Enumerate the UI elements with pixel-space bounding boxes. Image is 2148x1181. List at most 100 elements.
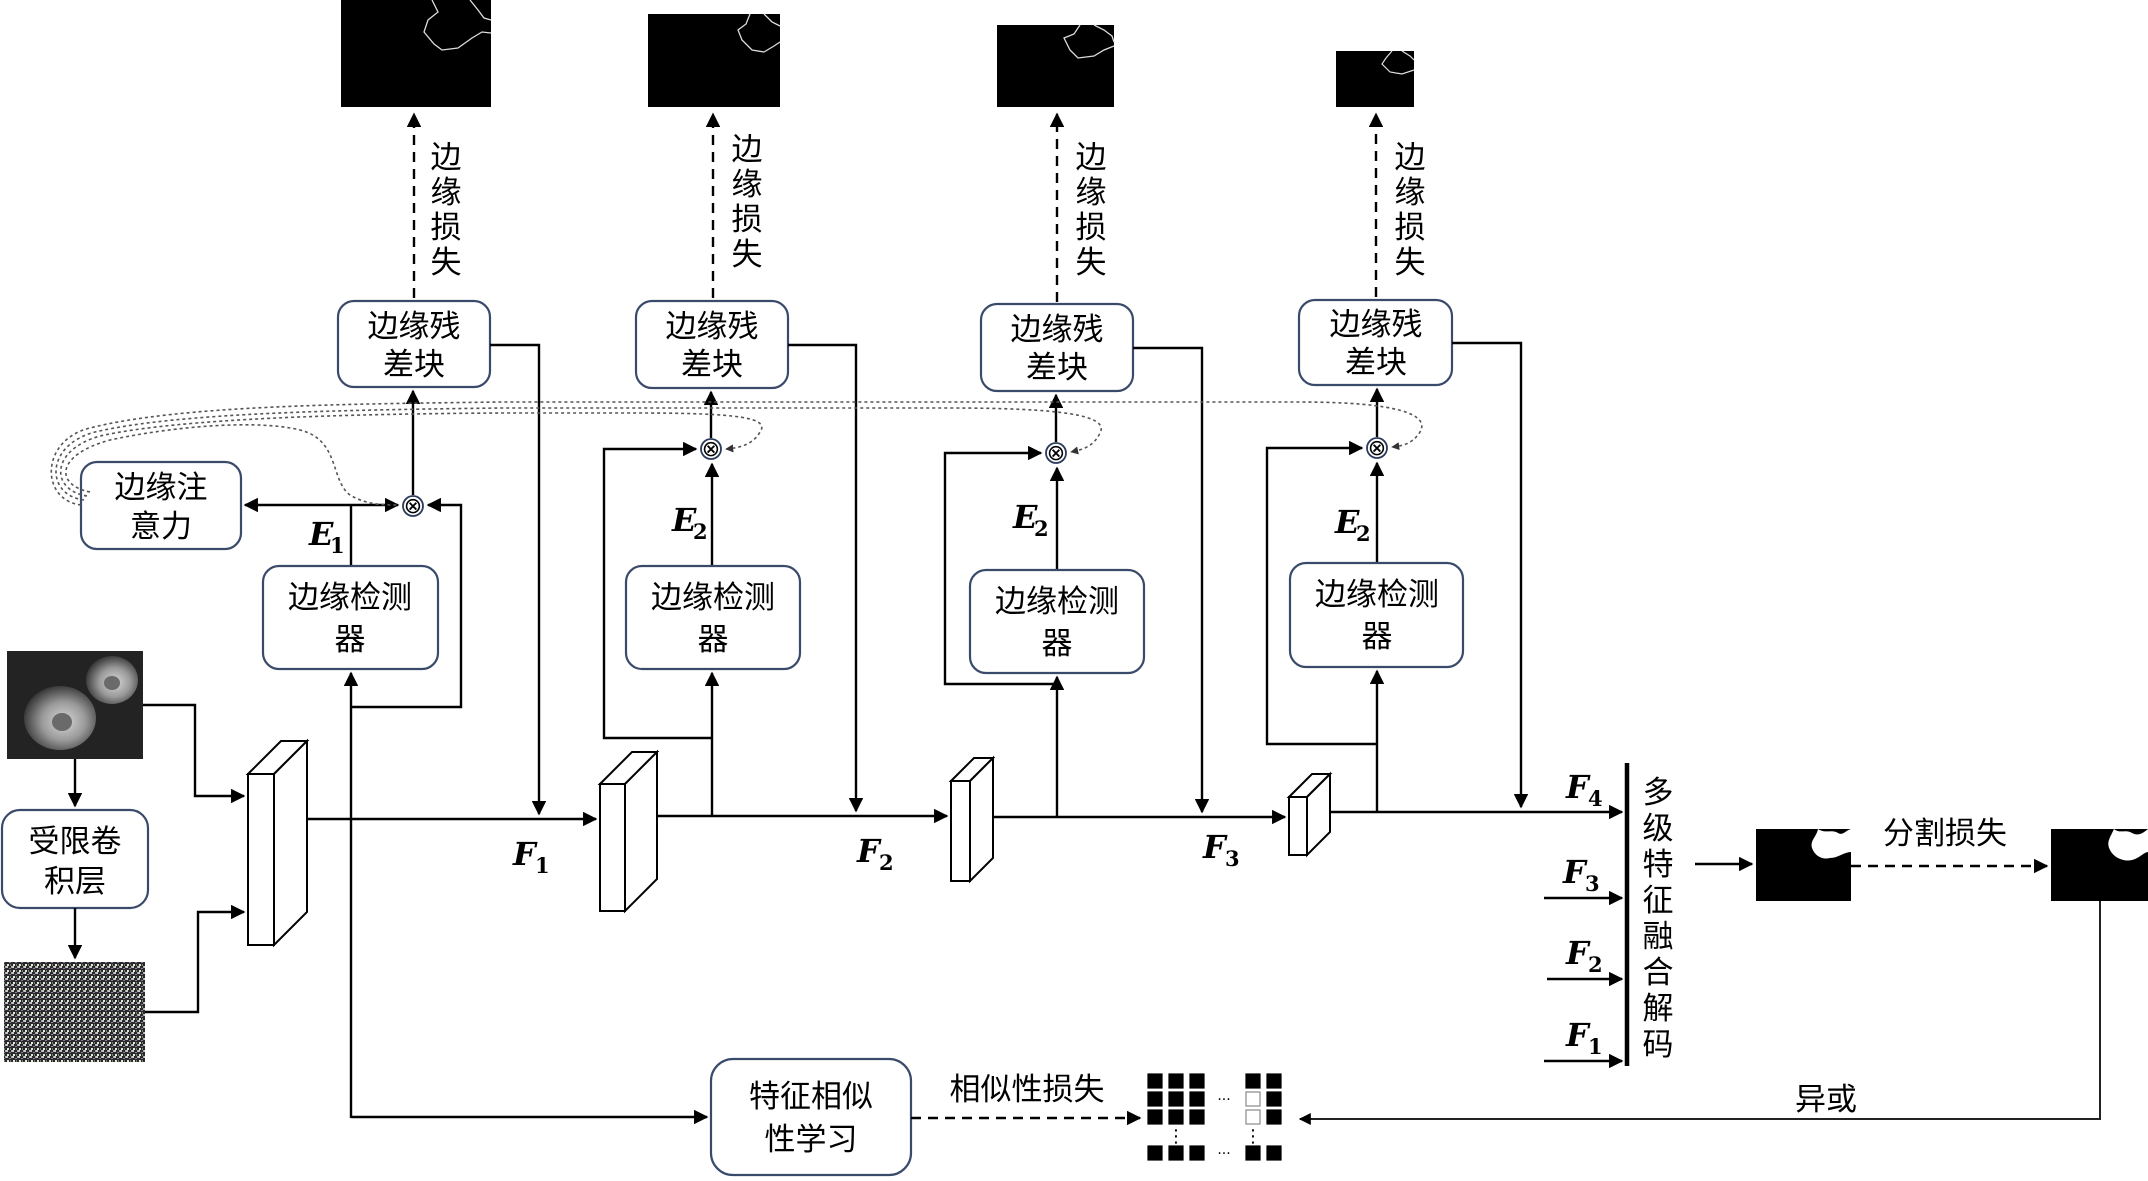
edge-loss-label-3: 边 缘 损 失 [1076, 140, 1107, 281]
svg-text:损: 损 [1395, 210, 1426, 246]
svg-text:1: 1 [535, 853, 550, 878]
svg-text:2: 2 [1356, 521, 1371, 546]
svg-text:边缘检测: 边缘检测 [1315, 577, 1439, 613]
f1-label: F 1 [512, 835, 550, 878]
matrix-cell-left-3-0 [1148, 1146, 1162, 1160]
input-image [7, 651, 143, 759]
xor-label: 异或 [1795, 1082, 1857, 1118]
svg-text:器: 器 [698, 622, 729, 658]
svg-text:边: 边 [732, 132, 763, 168]
matrix-ellipsis-h-top: ··· [1217, 1092, 1230, 1108]
svg-text:边缘检测: 边缘检测 [651, 580, 775, 616]
edge-residual-block-3: 边缘残 差块 [981, 304, 1133, 391]
svg-text:⊗: ⊗ [1047, 441, 1065, 466]
svg-text:边: 边 [431, 140, 462, 176]
svg-text:3: 3 [1225, 846, 1240, 871]
multiply-node-2: ⊗ [701, 437, 721, 462]
edge-detector-3: 边缘检测 器 [970, 570, 1144, 673]
svg-text:失: 失 [1395, 245, 1426, 281]
svg-text:3: 3 [1585, 871, 1600, 896]
f2-label: F 2 [856, 832, 894, 875]
svg-text:边缘注: 边缘注 [115, 470, 208, 506]
edge-map-3 [997, 25, 1114, 107]
edge-loss-label-1: 边 缘 损 失 [431, 140, 462, 281]
feature-block-1 [248, 741, 307, 945]
svg-text:边缘残: 边缘残 [1330, 307, 1423, 343]
predicted-mask [1756, 829, 1851, 901]
multiply-node-4: ⊗ [1367, 436, 1387, 461]
arrow-input-to-block1 [143, 705, 244, 796]
svg-text:边缘检测: 边缘检测 [995, 584, 1119, 620]
matrix-cell-left-1-0 [1148, 1092, 1162, 1106]
svg-text:边缘残: 边缘残 [368, 309, 461, 345]
feature-similarity-box: 特征相似 性学习 [711, 1059, 911, 1175]
svg-text:4: 4 [1588, 786, 1603, 811]
matrix-cell-right-0-0 [1246, 1074, 1260, 1088]
svg-text:损: 损 [732, 202, 763, 238]
xor-arrow [1300, 901, 2100, 1119]
similarity-loss-label: 相似性损失 [950, 1072, 1105, 1108]
svg-text:损: 损 [431, 210, 462, 246]
svg-text:⊗: ⊗ [404, 494, 422, 519]
svg-text:失: 失 [732, 237, 763, 273]
attention-dotted-curves [51, 402, 1422, 505]
matrix-ellipsis-v-left: ⋮ [1167, 1126, 1185, 1147]
svg-text:合: 合 [1643, 955, 1674, 991]
decoder-input-f3: F 3 [1562, 853, 1600, 896]
edge-loss-label-4: 边 缘 损 失 [1395, 140, 1426, 281]
svg-text:融: 融 [1643, 919, 1674, 955]
svg-text:级: 级 [1643, 811, 1674, 847]
feature-block-4 [1289, 774, 1330, 855]
residual-1-to-main [490, 345, 539, 814]
svg-text:失: 失 [431, 245, 462, 281]
matrix-cell-left-2-1 [1169, 1110, 1183, 1124]
matrix-cell-left-0-0 [1148, 1074, 1162, 1088]
svg-text:特: 特 [1643, 847, 1674, 883]
svg-text:解: 解 [1643, 991, 1674, 1027]
matrix-cell-right-2-0 [1246, 1110, 1260, 1124]
matrix-cell-left-0-2 [1190, 1074, 1204, 1088]
feature-block-2 [600, 752, 657, 911]
matrix-cell-left-1-2 [1190, 1092, 1204, 1106]
decoder-input-f1: F 1 [1565, 1016, 1603, 1059]
svg-text:边缘残: 边缘残 [1011, 312, 1104, 348]
decoder-input-f4: F 4 [1565, 768, 1603, 811]
svg-text:边: 边 [1395, 140, 1426, 176]
decoder-input-f2: F 2 [1565, 934, 1603, 977]
edge-detector-2: 边缘检测 器 [626, 566, 800, 669]
svg-text:差块: 差块 [681, 347, 743, 383]
svg-text:多: 多 [1643, 775, 1674, 811]
svg-text:器: 器 [1362, 619, 1393, 655]
edge-residual-block-1: 边缘残 差块 [338, 301, 490, 387]
svg-text:1: 1 [1588, 1034, 1603, 1059]
svg-text:征: 征 [1643, 883, 1674, 919]
svg-text:边缘残: 边缘残 [666, 309, 759, 345]
matrix-cell-left-2-2 [1190, 1110, 1204, 1124]
svg-text:缘: 缘 [431, 175, 462, 211]
svg-text:缘: 缘 [1395, 175, 1426, 211]
matrix-cell-left-3-1 [1169, 1146, 1183, 1160]
svg-text:意力: 意力 [130, 509, 192, 545]
svg-text:2: 2 [693, 519, 708, 544]
matrix-ellipsis-v-right: ⋮ [1244, 1126, 1262, 1147]
edge-map-4 [1336, 51, 1414, 107]
similarity-matrix: ······⋮⋮ [1148, 1074, 1281, 1162]
e2-label-stage4: E 2 [1334, 503, 1371, 546]
edge-residual-block-2: 边缘残 差块 [636, 301, 788, 388]
constrained-conv-label-line2: 积层 [44, 864, 106, 900]
e2-label-stage2: E 2 [671, 501, 708, 544]
svg-text:边缘检测: 边缘检测 [288, 580, 412, 616]
ground-truth-mask [2051, 829, 2148, 901]
svg-text:⊗: ⊗ [702, 437, 720, 462]
matrix-cell-right-0-1 [1267, 1074, 1281, 1088]
arrow-noise-to-block1 [145, 912, 244, 1012]
matrix-cell-right-3-1 [1267, 1146, 1281, 1160]
multiply-node-1: ⊗ [403, 494, 423, 519]
matrix-cell-left-2-0 [1148, 1110, 1162, 1124]
svg-text:2: 2 [879, 850, 894, 875]
svg-text:差块: 差块 [383, 347, 445, 383]
svg-text:差块: 差块 [1026, 350, 1088, 386]
matrix-cell-right-1-0 [1246, 1092, 1260, 1106]
edge-residual-block-4: 边缘残 差块 [1299, 300, 1452, 385]
svg-text:码: 码 [1643, 1027, 1674, 1063]
